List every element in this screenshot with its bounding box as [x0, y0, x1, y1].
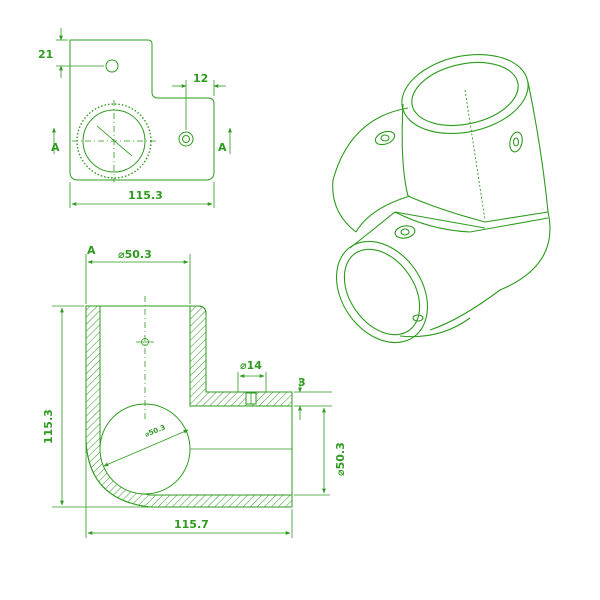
dim-side-bore: ⌀50.3	[334, 442, 347, 476]
top-view	[52, 28, 232, 208]
top-mount-hole	[105, 59, 119, 73]
section-hatched-wall-right	[189, 305, 293, 407]
dim-hole-offset: 21	[38, 48, 53, 61]
dim-tab: 12	[193, 72, 208, 85]
corner-tee-fitting-icon	[332, 53, 551, 344]
section-view	[52, 254, 332, 538]
dim-height: 115.3	[42, 409, 55, 444]
section-mark-left: A	[51, 141, 60, 154]
section-mark-a: A	[87, 244, 96, 257]
section-mark-right: A	[218, 141, 227, 154]
dim-bore-top: ⌀50.3	[118, 248, 152, 261]
dim-length: 115.7	[174, 518, 209, 531]
top-view-outline	[69, 39, 215, 181]
dim-setscrew: ⌀14	[240, 359, 262, 372]
dim-width-top: 115.3	[128, 189, 163, 202]
dim-wall: 3	[298, 376, 306, 389]
top-tab-hole	[178, 131, 194, 147]
iso-top-opening	[401, 53, 529, 135]
iso-side-opening	[335, 240, 429, 344]
